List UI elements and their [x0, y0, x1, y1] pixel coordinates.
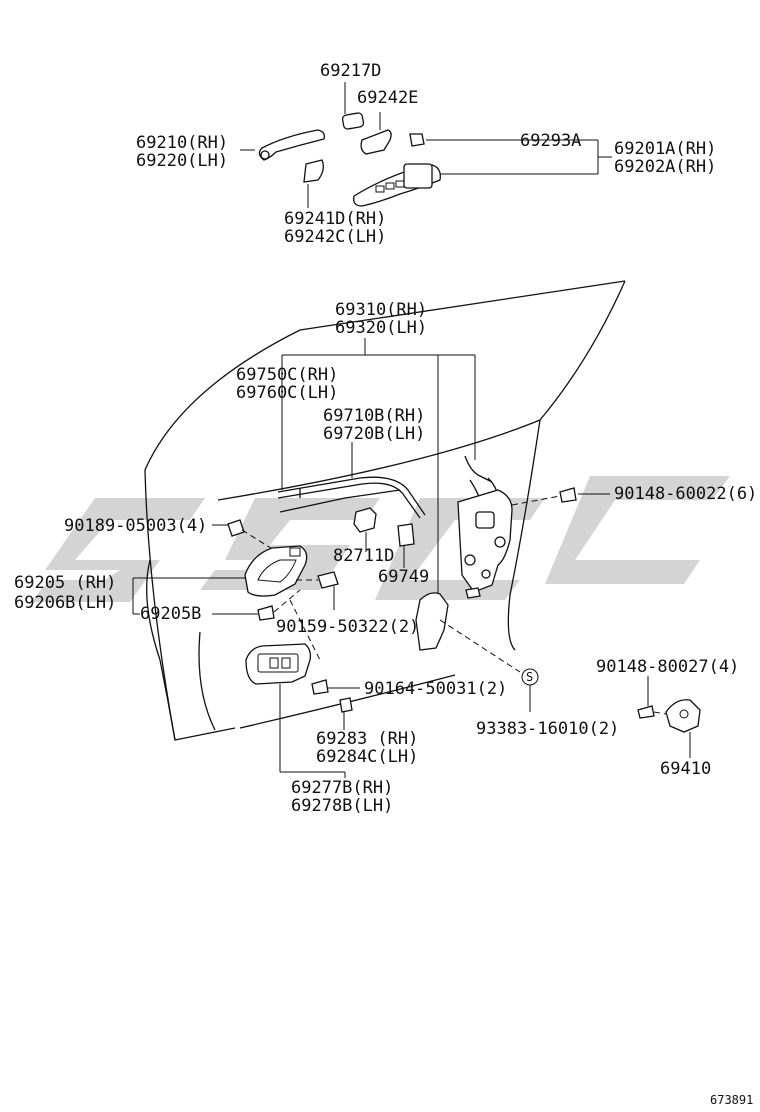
door-outline: [144, 280, 626, 741]
label-69206B: 69206B(LH): [14, 593, 116, 613]
label-69284C: 69284C(LH): [316, 747, 418, 767]
label-69293A: 69293A: [520, 131, 581, 151]
inside-handle-group: [132, 519, 360, 778]
label-69749: 69749: [378, 567, 429, 587]
label-69205: 69205 (RH): [14, 573, 116, 593]
label-69278B: 69278B(LH): [291, 796, 393, 816]
label-90159-50322: 90159-50322(2): [276, 617, 419, 637]
label-69283: 69283 (RH): [316, 729, 418, 749]
label-69241D: 69241D(RH): [284, 209, 386, 229]
label-69242E: 69242E: [357, 88, 418, 108]
label-93383-16010: 93383-16010(2): [476, 719, 619, 739]
label-69310: 69310(RH): [335, 300, 427, 320]
label-69205B: 69205B: [140, 604, 201, 624]
label-69202A: 69202A(RH): [614, 157, 716, 177]
label-69410: 69410: [660, 759, 711, 779]
label-69320: 69320(LH): [335, 318, 427, 338]
label-69710B: 69710B(RH): [323, 406, 425, 426]
label-69242C: 69242C(LH): [284, 227, 386, 247]
label-69220: 69220(LH): [136, 151, 228, 171]
label-69720B: 69720B(LH): [323, 424, 425, 444]
label-90189-05003: 90189-05003(4): [64, 516, 207, 536]
label-69201A: 69201A(RH): [614, 139, 716, 159]
label-69750C: 69750C(RH): [236, 365, 338, 385]
label-S-marker: S: [526, 670, 533, 684]
lock-assembly-group: [277, 338, 610, 651]
striker-group: [637, 676, 701, 758]
reference-lines: [289, 599, 539, 712]
label-69210: 69210(RH): [136, 133, 228, 153]
label-90148-80027: 90148-80027(4): [596, 657, 739, 677]
label-90148-60022: 90148-60022(6): [614, 484, 757, 504]
watermark-logo: [30, 476, 730, 602]
part-labels: 69217D 69242E 69210(RH) 69220(LH) 69293A…: [14, 61, 757, 1107]
label-90164-50031: 90164-50031(2): [364, 679, 507, 699]
label-82711D: 82711D: [333, 546, 394, 566]
label-69277B: 69277B(RH): [291, 778, 393, 798]
outside-handle-group: [240, 82, 612, 208]
label-69760C: 69760C(LH): [236, 383, 338, 403]
label-69217D: 69217D: [320, 61, 381, 81]
reference-number: 673891: [710, 1093, 753, 1107]
